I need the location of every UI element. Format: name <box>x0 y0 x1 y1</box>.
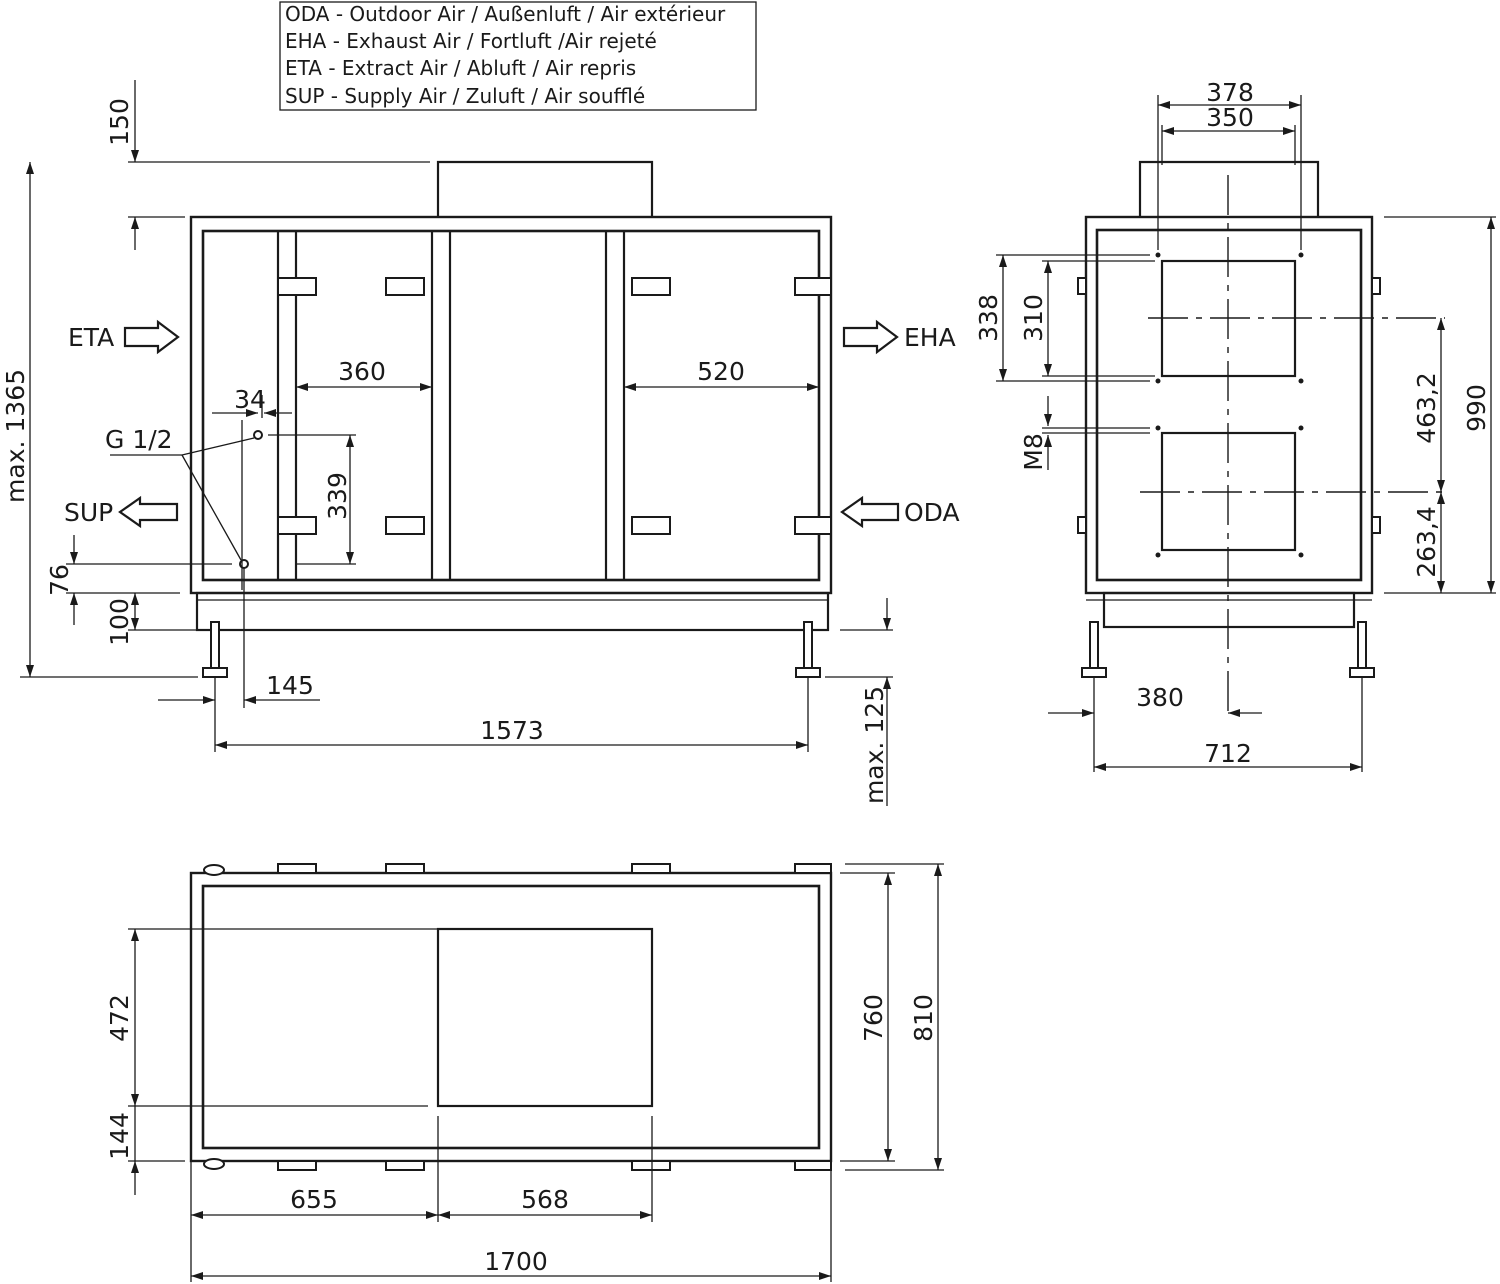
drain-upper-icon <box>253 430 263 440</box>
dim-max-125: max. 125 <box>860 686 889 804</box>
dim-144: 144 <box>105 1112 134 1160</box>
side-top-collar <box>1138 160 1320 217</box>
drain-leader-1 <box>181 437 255 456</box>
top-casing-inner <box>201 884 821 1150</box>
dim-1573: 1573 <box>480 716 544 745</box>
dim-712: 712 <box>1204 739 1252 768</box>
front-base-frame <box>195 591 830 632</box>
front-casing-outer <box>189 215 833 595</box>
side-foot-right <box>1349 621 1375 678</box>
top-opening <box>436 927 654 1108</box>
dim-472: 472 <box>105 994 134 1042</box>
side-casing-outer <box>1084 215 1374 595</box>
legend-sup: SUP - Supply Air / Zuluft / Air soufflé <box>285 84 645 108</box>
dim-34: 34 <box>234 385 266 414</box>
bolt-holes <box>1155 252 1304 558</box>
drain-leader-2 <box>181 454 242 561</box>
dim-100: 100 <box>105 598 134 646</box>
legend-eta: ETA - Extract Air / Abluft / Air repris <box>285 56 636 80</box>
front-hinge-6 <box>385 516 425 535</box>
front-top-collar <box>436 160 654 217</box>
side-foot-left <box>1081 621 1107 678</box>
front-hinge-7 <box>631 516 671 535</box>
legend-eha: EHA - Exhaust Air / Fortluft /Air rejeté <box>285 29 657 53</box>
oda-inlet-arrow: ODA <box>840 495 960 529</box>
drain-label: G 1/2 <box>105 425 173 454</box>
dim-990: 990 <box>1462 384 1491 432</box>
top-drain-lower-icon <box>203 1158 225 1170</box>
side-casing-inner <box>1095 228 1363 582</box>
front-hinge-2 <box>385 277 425 296</box>
dim-145: 145 <box>266 671 314 700</box>
side-view: 378 350 338 310 M8 463,2 263,4 990 <box>974 78 1496 772</box>
eha-outlet-arrow: EHA <box>842 319 956 355</box>
legend-box <box>279 1 757 111</box>
side-base-frame <box>1102 591 1356 629</box>
dim-m8: M8 <box>1019 433 1048 470</box>
eta-label: ETA <box>68 323 114 352</box>
front-hinge-3 <box>631 277 671 296</box>
eta-inlet-arrow: ETA <box>68 319 180 355</box>
dim-max-1365: max. 1365 <box>1 369 30 503</box>
front-hinge-1 <box>277 277 317 296</box>
drain-lower-icon <box>239 559 249 569</box>
dim-655: 655 <box>290 1185 338 1214</box>
dim-263-4: 263,4 <box>1412 506 1441 578</box>
legend: ODA - Outdoor Air / Außenluft / Air exté… <box>279 1 757 111</box>
dim-338: 338 <box>974 294 1003 342</box>
front-hinge-8 <box>794 516 832 535</box>
dim-810: 810 <box>909 994 938 1042</box>
dim-310: 310 <box>1019 294 1048 342</box>
sup-outlet-arrow: SUP <box>64 495 179 529</box>
dim-380: 380 <box>1136 683 1184 712</box>
dim-350: 350 <box>1206 103 1254 132</box>
dim-76: 76 <box>45 564 74 596</box>
dim-339: 339 <box>323 472 352 520</box>
legend-oda: ODA - Outdoor Air / Außenluft / Air exté… <box>285 2 726 26</box>
sup-label: SUP <box>64 498 113 527</box>
dim-378: 378 <box>1206 78 1254 107</box>
dim-520: 520 <box>697 357 745 386</box>
top-drain-upper-icon <box>203 864 225 876</box>
front-view: G 1/2 ETA EHA SUP ODA 150 max. 1365 3 <box>1 80 960 806</box>
top-casing-outer <box>189 871 833 1163</box>
dim-1700: 1700 <box>484 1247 548 1276</box>
front-hinge-4 <box>794 277 832 296</box>
dim-760: 760 <box>859 994 888 1042</box>
front-casing-inner <box>201 229 821 582</box>
top-view: 472 144 760 810 655 568 1700 <box>105 863 944 1282</box>
dim-360: 360 <box>338 357 386 386</box>
oda-label: ODA <box>904 498 960 527</box>
eha-label: EHA <box>904 323 956 352</box>
dim-568: 568 <box>521 1185 569 1214</box>
front-hinge-5 <box>277 516 317 535</box>
dim-150: 150 <box>105 98 134 146</box>
dim-463-2: 463,2 <box>1412 372 1441 444</box>
